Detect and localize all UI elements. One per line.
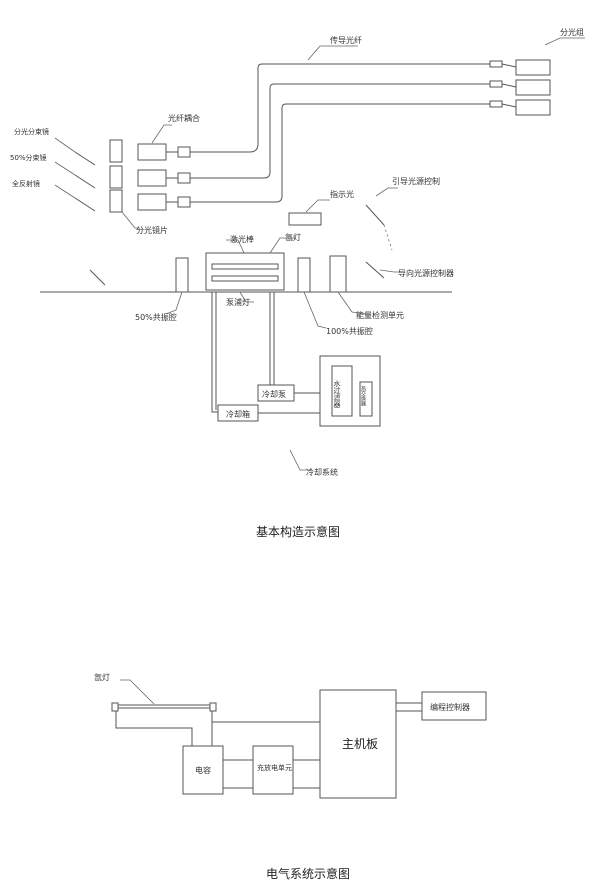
left-mirrors: 分光分束镜 50%分束镜 全反射镜: [10, 127, 96, 212]
fiber-output-label: 分光组: [560, 27, 584, 37]
bottom-diagram-caption: 电气系统示意图: [266, 866, 350, 881]
left-label-2: 50%分束镜: [10, 153, 47, 162]
top-diagram-caption: 基本构造示意图: [256, 524, 340, 539]
partial-mirror: [175, 257, 189, 293]
mainboard-box: [319, 689, 397, 799]
capacitor-box: [182, 745, 224, 795]
fiber-output-3: [515, 99, 551, 116]
pump-label: 泵浦灯: [226, 297, 250, 307]
laser-rod-label: 激光棒: [230, 234, 254, 244]
filter-box: [331, 365, 353, 417]
cooling-tank-label: 冷却箱: [226, 409, 250, 419]
full-mirror: [297, 257, 311, 293]
guide-light-label: 导向光源控制器: [398, 268, 454, 278]
indicator-light: 指示光: [288, 189, 354, 226]
cooling-system-label: 冷却系统: [306, 467, 338, 477]
lamp-label: 氙灯: [94, 672, 110, 682]
full-reflect-label: 100%共振腔: [326, 326, 373, 336]
lens-1: [137, 143, 167, 161]
split-mirror-label: 分光镜片: [136, 225, 168, 235]
semi-mirror-label: 引导光源控制: [392, 176, 440, 186]
left-label-3: 全反射镜: [12, 179, 40, 188]
energy-detect-label: 能量检测单元: [356, 310, 404, 320]
capacitor-label: 电容: [195, 765, 211, 775]
heat-exchanger: [359, 381, 373, 417]
fiber-lines: 传导光纤: [190, 35, 517, 203]
left-label-1: 分光分束镜: [14, 127, 49, 136]
fiber-couplers: 光纤耦合: [137, 113, 200, 211]
lens-3: [137, 193, 167, 211]
electrical-diagram: 氙灯 电容 充放电单元 主机板 编程控制器: [94, 672, 487, 799]
cooling-system: 冷却泵 冷却箱 水过滤器 热交换器 冷却系统: [211, 292, 381, 477]
partial-reflect-label: 50%共振腔: [135, 312, 177, 322]
charge-unit-box: [252, 745, 294, 795]
pump-cavity: [205, 252, 285, 291]
fiber-top-label: 传导光纤: [330, 35, 362, 45]
mainboard-label: 主机板: [342, 737, 378, 751]
fiber-top-leader: [307, 45, 358, 61]
fiber-output-modules: 分光组: [515, 27, 585, 116]
program-controller-label: 编程控制器: [430, 702, 470, 712]
laser-cavity: 激光棒 氙灯 泵浦灯 50%共振腔 100%共振腔 能量检测单元: [135, 232, 404, 336]
pump-lamp-label: 氙灯: [285, 232, 301, 242]
heat-exchanger-label: 热交换器: [360, 385, 366, 407]
fiber-output-2: [515, 79, 551, 96]
guide-light-group: 引导光源控制 导向光源控制器: [365, 176, 454, 279]
cooling-pump-label: 冷却泵: [262, 389, 286, 399]
program-controller-box: [421, 691, 487, 721]
fiber-output-leader: [544, 37, 585, 46]
indicator-light-label: 指示光: [330, 189, 354, 199]
fiber-output-1: [515, 59, 551, 76]
splitter-boxes: 分光镜片: [109, 139, 168, 235]
fiber-coupler-label: 光纤耦合: [168, 113, 200, 123]
charge-unit-label: 充放电单元: [257, 763, 292, 772]
filter-label: 水过滤器: [333, 379, 341, 409]
energy-detector: [329, 255, 347, 293]
lens-2: [137, 169, 167, 187]
